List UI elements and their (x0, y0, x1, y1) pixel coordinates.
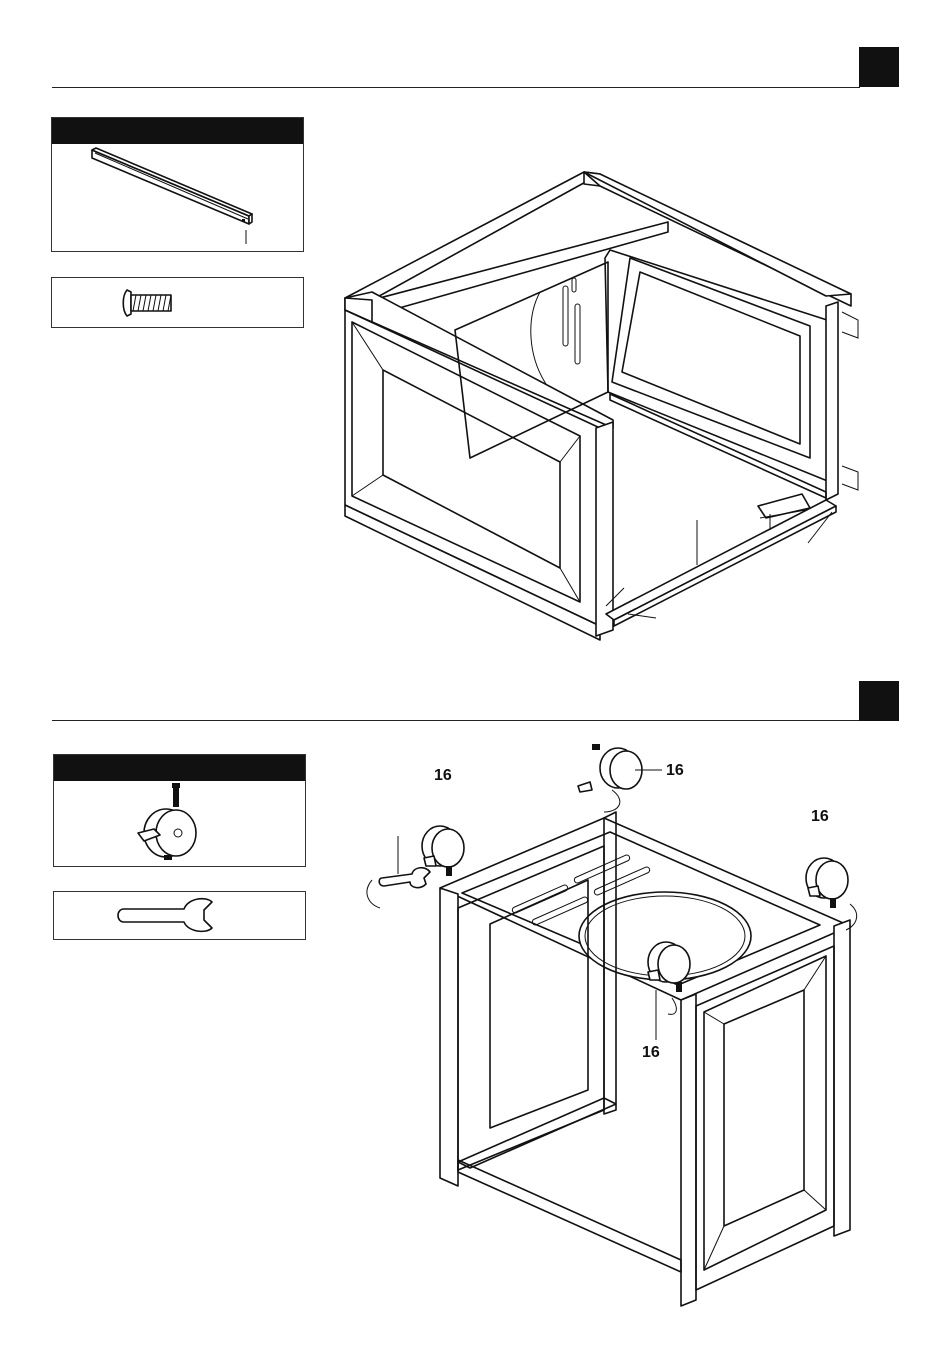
callout-16-right: 16 (811, 809, 829, 825)
callout-16-front: 16 (642, 1045, 660, 1061)
caster-back (578, 744, 642, 792)
callout-16-front-left: 16 (434, 768, 452, 784)
caster-right (806, 858, 848, 908)
callout-16-back: 16 (666, 763, 684, 779)
caster-front-left (422, 826, 464, 876)
